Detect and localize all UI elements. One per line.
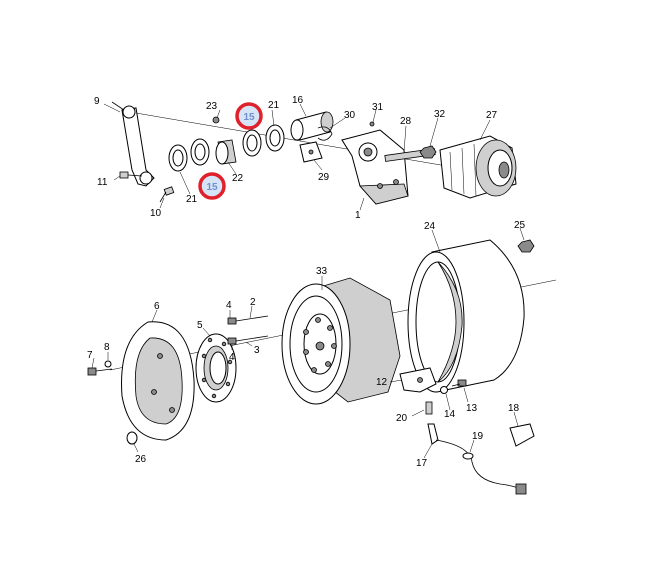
highlight-label-upper: 15 [243, 112, 255, 123]
bolt-2-part [227, 315, 269, 325]
label-32: 32 [434, 109, 446, 120]
highlight-ring-lower [198, 172, 226, 200]
label-12: 12 [376, 377, 388, 388]
label-6: 6 [154, 301, 160, 312]
part-labels: 9 11 10 21 23 22 21 16 30 31 28 32 27 29… [87, 95, 526, 469]
label-8: 8 [104, 342, 110, 353]
bolt-3-part [227, 335, 269, 345]
highlight-callouts: 15 15 [198, 102, 263, 200]
label-9: 9 [94, 96, 100, 107]
label-2: 2 [250, 297, 256, 308]
label-20: 20 [396, 413, 408, 424]
highlight-ring-upper [235, 102, 263, 130]
lever-arm-part [111, 101, 155, 187]
label-17: 17 [416, 458, 428, 469]
label-14: 14 [444, 409, 456, 420]
label-18: 18 [508, 403, 520, 414]
label-24: 24 [424, 221, 436, 232]
label-11: 11 [97, 177, 108, 188]
bolt-10-part [159, 186, 175, 203]
label-21-left: 21 [186, 194, 198, 205]
dust-shield-part [121, 321, 195, 441]
label-16: 16 [292, 95, 304, 106]
label-13: 13 [466, 403, 478, 414]
label-31: 31 [372, 102, 384, 113]
mounting-bracket-part [341, 129, 409, 205]
label-25: 25 [514, 220, 526, 231]
label-22: 22 [232, 173, 244, 184]
label-23: 23 [206, 101, 218, 112]
brake-chamber-part [439, 135, 517, 199]
bracket-29-part [299, 141, 323, 163]
brake-hub-part [281, 277, 401, 405]
label-4-top: 4 [226, 300, 232, 311]
highlight-15-lower[interactable]: 15 [198, 172, 226, 200]
label-4-bottom: 4 [229, 352, 235, 363]
lower-assembly [87, 239, 557, 495]
bolt-7-part [87, 367, 113, 376]
label-7: 7 [87, 350, 93, 361]
label-26: 26 [135, 454, 147, 465]
label-5: 5 [197, 320, 203, 331]
leader-lines [91, 103, 525, 459]
upper-assembly [111, 101, 517, 205]
shaft-16-part [290, 111, 334, 141]
bolt-11-part [119, 171, 143, 179]
label-3: 3 [254, 345, 260, 356]
label-19: 19 [472, 431, 484, 442]
highlight-15-upper[interactable]: 15 [235, 102, 263, 130]
label-30: 30 [344, 110, 356, 121]
brake-drum-part [407, 239, 525, 393]
label-10: 10 [150, 208, 162, 219]
label-29: 29 [318, 172, 330, 183]
label-33: 33 [316, 266, 328, 277]
sensor-bracket-part [399, 367, 437, 393]
label-21-right: 21 [268, 100, 280, 111]
flange-ring-part [195, 333, 237, 403]
label-1: 1 [355, 210, 361, 221]
abs-sensor-part [427, 423, 527, 495]
label-28: 28 [400, 116, 412, 127]
label-27: 27 [486, 110, 498, 121]
highlight-label-lower: 15 [206, 182, 218, 193]
